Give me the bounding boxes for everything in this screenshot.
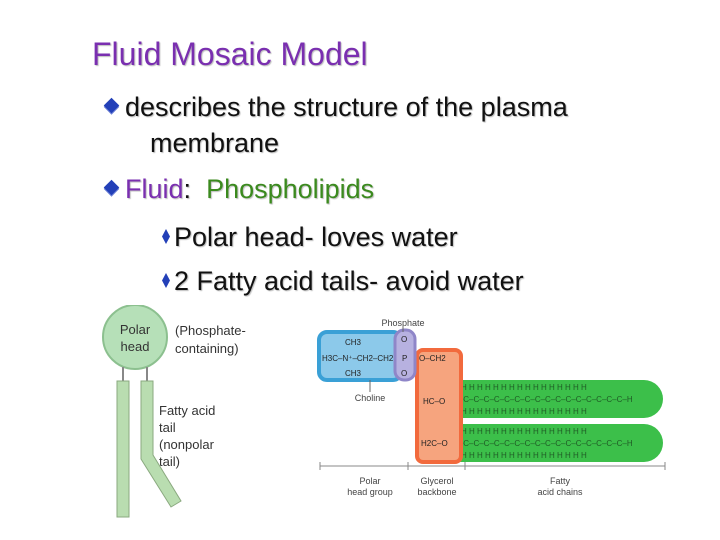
bullet-1: describes the structure of the plasma (103, 90, 568, 124)
phosphate-box (393, 328, 417, 382)
phosphate-label: Phosphate (381, 318, 424, 328)
tail-label-1: Fatty acid (159, 403, 215, 418)
svg-text:C–C–C–C–C–C–C–C–C–C–C–C–C–C–C–: C–C–C–C–C–C–C–C–C–C–C–C–C–C–C–C–C–H (453, 395, 633, 404)
bullet-2: Fluid: Phospholipids (103, 172, 375, 206)
fatty-tail-bent (140, 380, 182, 508)
oxygen-bottom: O (401, 369, 407, 378)
tail-label-4: tail) (159, 454, 180, 469)
subbullet-1-text: Polar head- loves water (174, 222, 458, 252)
head-note-1: (Phosphate- (175, 323, 246, 338)
diamond-bullet-icon (103, 98, 120, 114)
o-ch2: O–CH2 (419, 354, 446, 363)
colon: : (183, 174, 192, 204)
phospholipids-word: Phospholipids (206, 174, 375, 204)
slide-title: Fluid Mosaic Model (92, 36, 368, 72)
svg-text:C–C–C–C–C–C–C–C–C–C–C–C–C–C–C–: C–C–C–C–C–C–C–C–C–C–C–C–C–C–C–C–C–H (453, 439, 633, 448)
svg-text:H H H H H H H H H H H H H H H: H H H H H H H H H H H H H H H H H (453, 407, 587, 416)
ch3-top: CH3 (345, 338, 362, 347)
small-diamond-icon (162, 229, 170, 245)
phosphorus: P (402, 354, 407, 363)
fatty-acid-label-2: acid chains (537, 487, 583, 497)
subbullet-2: 2 Fatty acid tails- avoid water (162, 264, 524, 298)
polar-head-label-1: Polar (120, 322, 151, 337)
polar-head-label-2: head (121, 339, 150, 354)
svg-text:H H H H H H H H H H H H H H H: H H H H H H H H H H H H H H H H H (453, 451, 587, 460)
fatty-tail-straight (116, 380, 130, 518)
h2c-o: H2C–O (421, 439, 448, 448)
diamond-bullet-icon (103, 180, 120, 196)
polar-group-label-2: head group (347, 487, 393, 497)
fluid-word: Fluid (125, 174, 184, 204)
fatty-acid-chain-1 (435, 380, 663, 418)
glycerol-label-1: Glycerol (420, 476, 453, 486)
ch3-bottom: CH3 (345, 369, 362, 378)
choline-label: Choline (355, 393, 386, 403)
polar-head-circle (102, 305, 168, 370)
fatty-acid-label-1: Fatty (550, 476, 571, 486)
svg-text:H H H H H H H H H H H H H H H: H H H H H H H H H H H H H H H H H (453, 427, 587, 436)
head-note-2: containing) (175, 341, 239, 356)
glycerol-label-2: backbone (417, 487, 456, 497)
oxygen-top: O (401, 335, 407, 344)
subbullet-2-text: 2 Fatty acid tails- avoid water (174, 266, 524, 296)
svg-text:H H H H H H H H H H H H H H H: H H H H H H H H H H H H H H H H H (453, 383, 587, 392)
bullet-1-line-1: describes the structure of the plasma (125, 92, 568, 122)
fatty-acid-chain-2 (435, 424, 663, 462)
tail-label-3: (nonpolar (159, 437, 215, 452)
small-diamond-icon (162, 273, 170, 289)
phospholipid-structure-diagram: H H H H H H H H H H H H H H H H H C–C–C–… (317, 318, 666, 497)
phospholipid-schematic: Polar head (Phosphate- containing) Fatty… (102, 305, 246, 518)
tail-label-2: tail (159, 420, 176, 435)
bullet-1-line-2: membrane (150, 128, 280, 158)
polar-group-label-1: Polar (359, 476, 380, 486)
glycerol-box (415, 348, 463, 464)
hc-o: HC–O (423, 397, 445, 406)
choline-chain: H3C–N⁺–CH2–CH2 (322, 354, 394, 363)
subbullet-1: Polar head- loves water (162, 220, 458, 254)
